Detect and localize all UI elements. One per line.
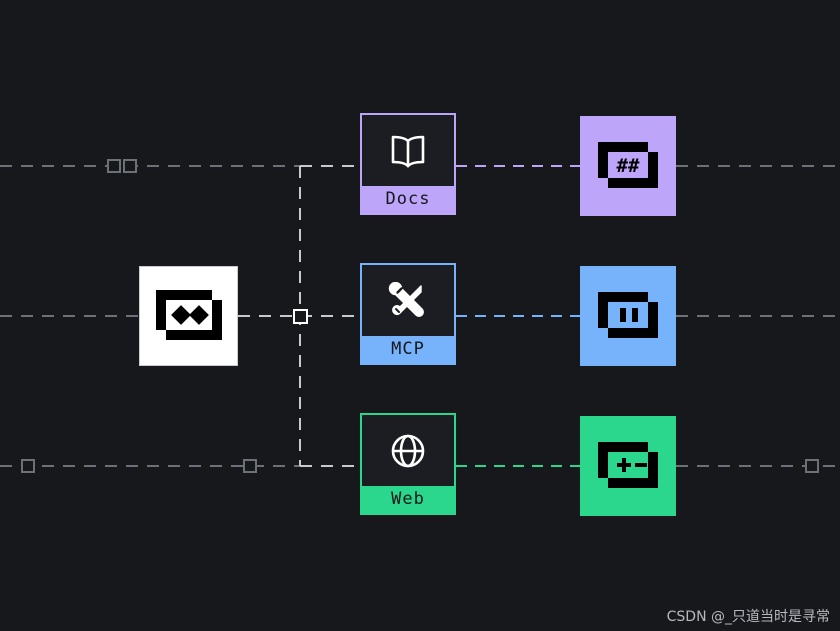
- cassette-plus-minus-icon: [598, 442, 658, 488]
- cassette-hash-icon: ##: [598, 142, 658, 188]
- service-label-web: Web: [362, 486, 454, 513]
- service-icon-web: [362, 415, 454, 486]
- trunk-spine: [299, 165, 360, 467]
- globe-icon: [391, 434, 425, 467]
- source-cassette-node[interactable]: [139, 266, 238, 366]
- trunk-junction-node[interactable]: [293, 309, 308, 324]
- service-card-web[interactable]: Web: [360, 413, 456, 515]
- rail-node: [21, 459, 35, 473]
- rail-node: [123, 159, 137, 173]
- idle-rail-top: [0, 159, 300, 173]
- output-node-docs[interactable]: ##: [580, 116, 676, 216]
- watermark: CSDN @_只道当时是寻常: [666, 609, 830, 625]
- service-label-docs: Docs: [362, 186, 454, 213]
- output-glyph-docs: ##: [617, 155, 640, 177]
- service-card-docs[interactable]: Docs: [360, 113, 456, 215]
- service-icon-docs: [362, 115, 454, 186]
- idle-rail-bottom-right: [676, 459, 840, 473]
- service-card-mcp[interactable]: MCP: [360, 263, 456, 365]
- cassette-two-diamonds-icon: [155, 290, 222, 340]
- service-icon-mcp: [362, 265, 454, 336]
- cassette-bars-icon: [598, 292, 658, 338]
- book-open-icon: [391, 135, 425, 167]
- rail-node: [107, 159, 121, 173]
- rail-node: [243, 459, 257, 473]
- output-node-mcp[interactable]: [580, 266, 676, 366]
- rail-node: [805, 459, 819, 473]
- idle-rail-bottom: [0, 459, 300, 473]
- service-label-mcp: MCP: [362, 336, 454, 363]
- output-node-web[interactable]: [580, 416, 676, 516]
- tools-wrench-screwdriver-icon: [388, 281, 424, 317]
